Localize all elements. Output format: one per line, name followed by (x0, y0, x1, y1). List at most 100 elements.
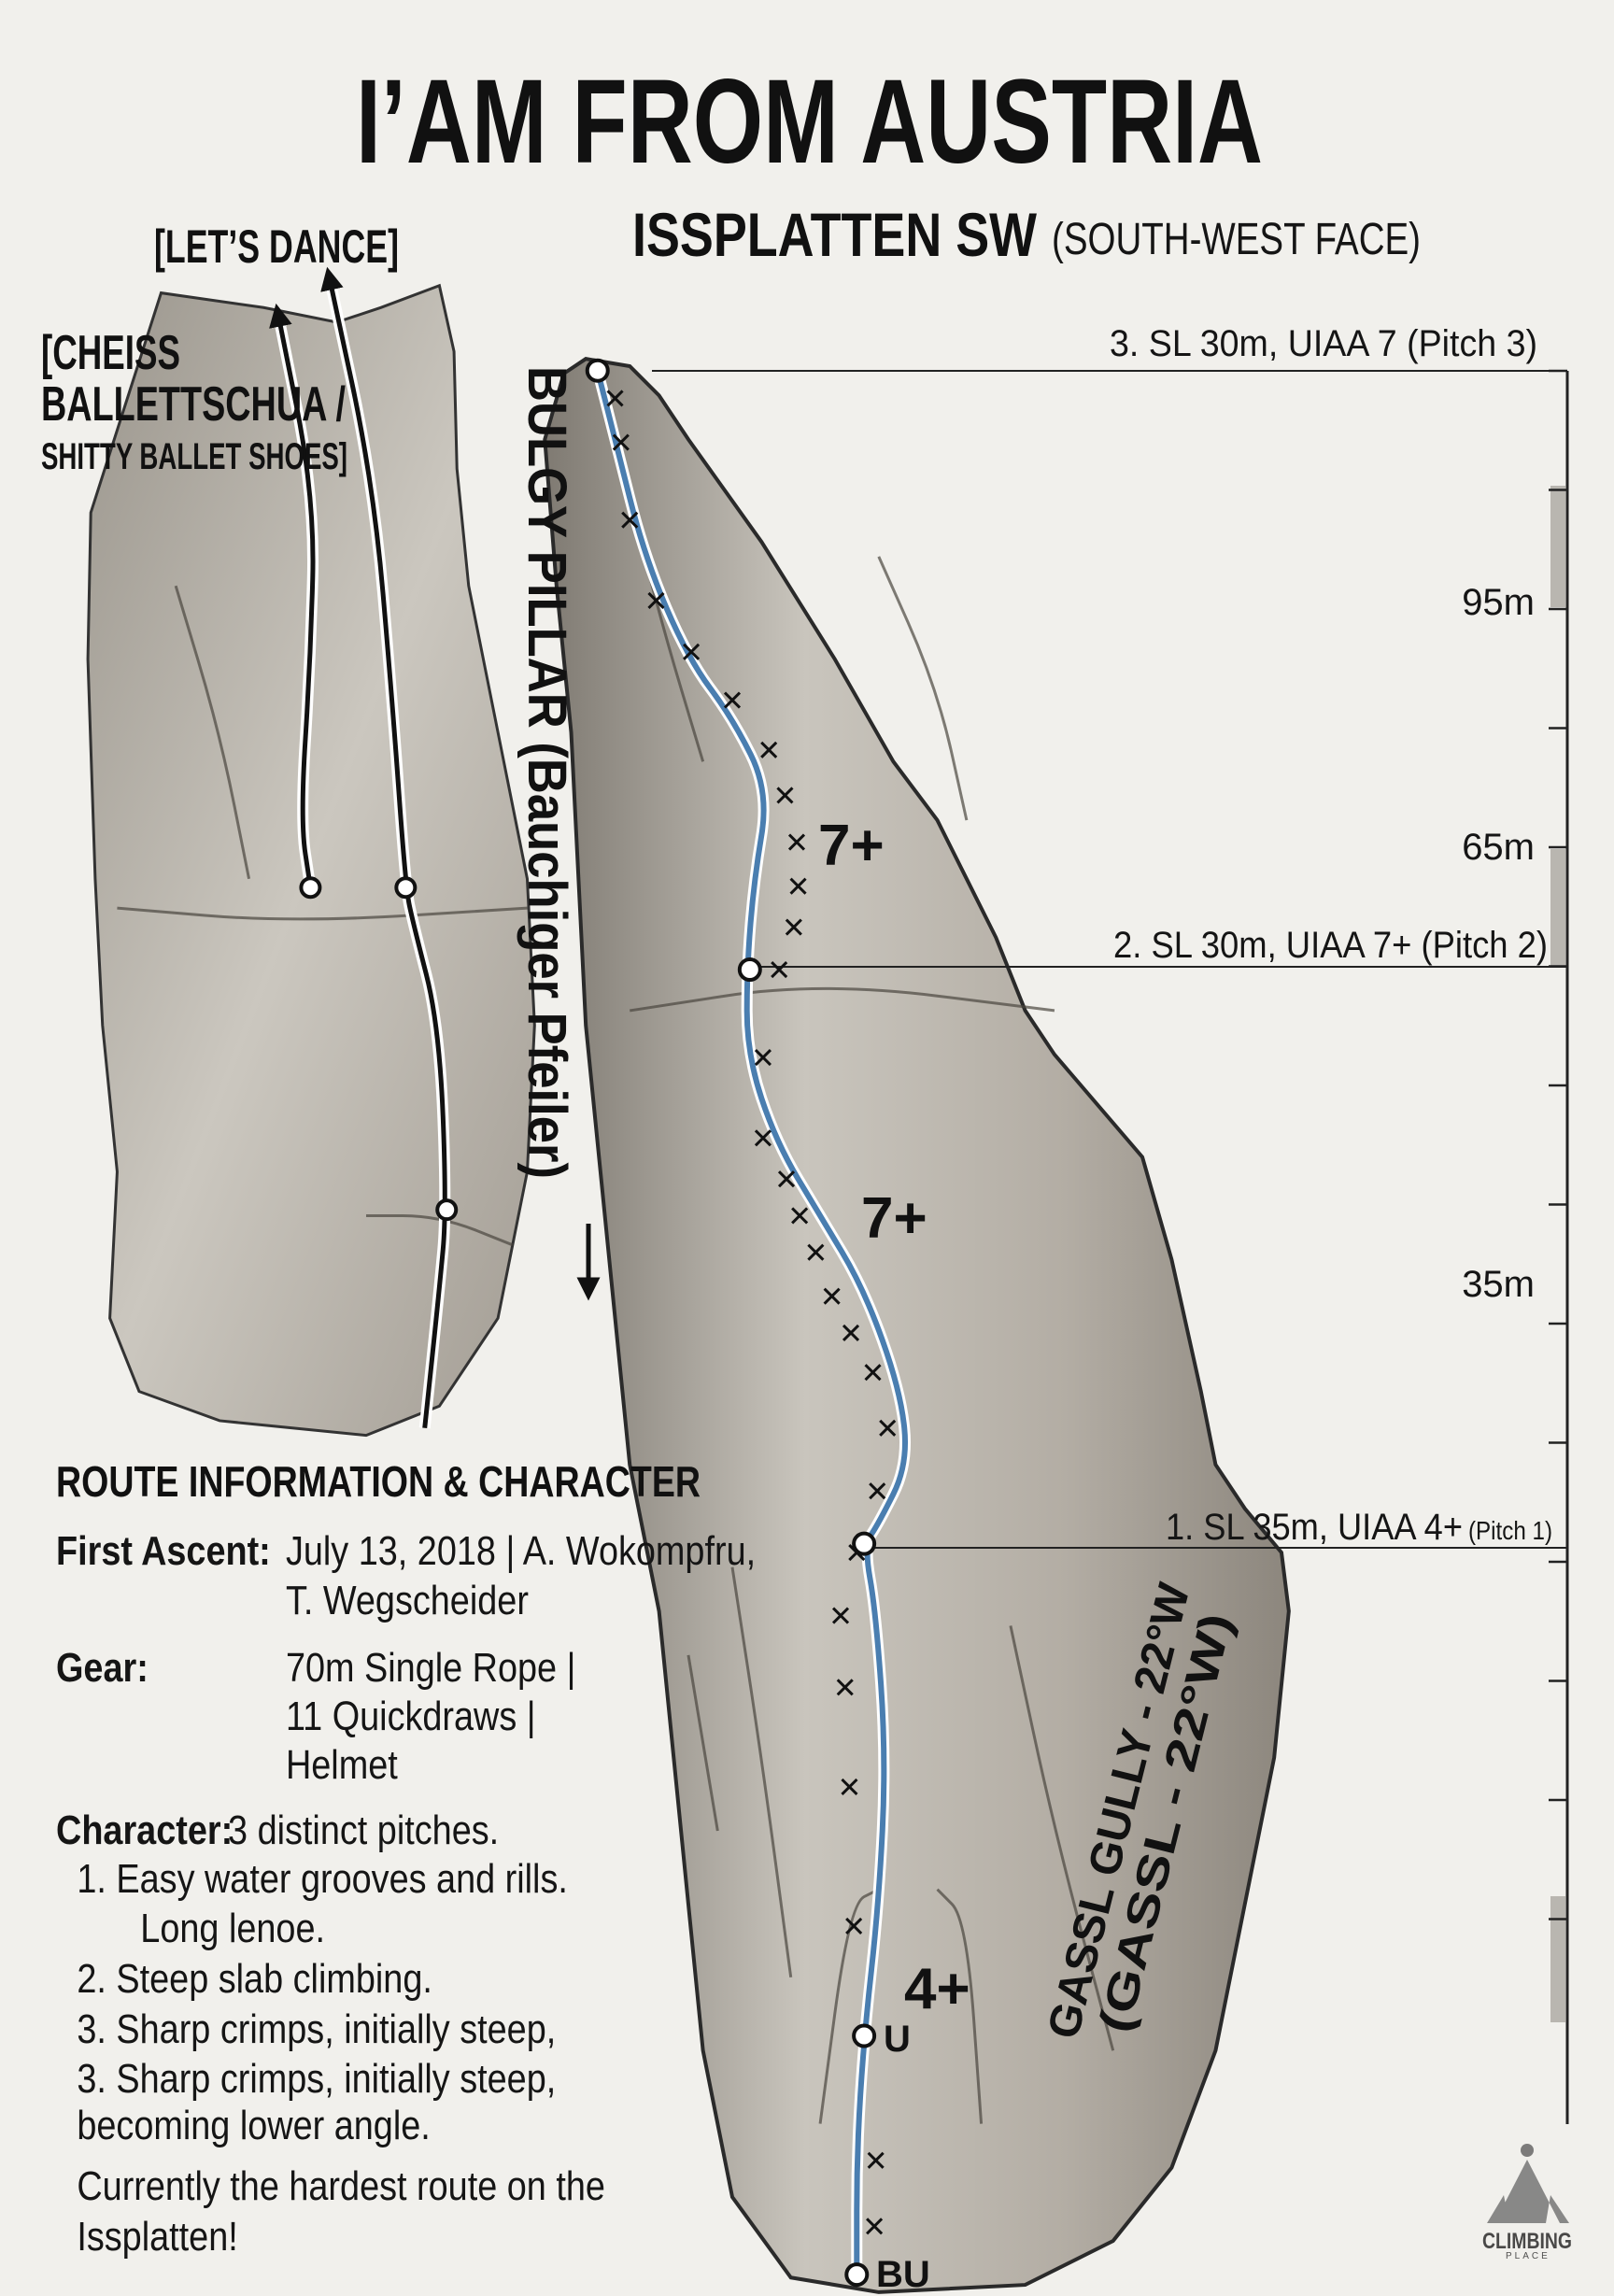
character-value: 3 distinct pitches. (228, 1807, 499, 1852)
closing-note-2: Issplatten! (77, 2213, 237, 2259)
subtitle: ISSPLATTEN SW (632, 200, 1038, 269)
bolt-x-icon (841, 1778, 858, 1796)
bolt-x-icon (787, 833, 806, 851)
first-ascent-label: First Ascent: (56, 1527, 271, 1573)
bolt-x-icon (754, 1129, 772, 1147)
character-item: 3. Sharp crimps, initially steep, (77, 2055, 556, 2101)
gear-value-3: Helmet (286, 1741, 398, 1787)
gear-value-1: 70m Single Rope | (286, 1644, 575, 1690)
gear-label: Gear: (56, 1644, 149, 1690)
bolt-x-icon (823, 1287, 841, 1305)
bolt-x-icon (612, 433, 630, 451)
belay-stations (585, 358, 877, 2288)
character-item: becoming lower angle. (77, 2102, 430, 2147)
rock-crack (730, 1566, 793, 1977)
climbing-place-logo: CLIMBING PLACE (1482, 2144, 1572, 2261)
neighbor-route-line (320, 266, 447, 1429)
cheiss-label-line3: SHITTY BALLET SHOES] (41, 436, 347, 477)
logo-name: CLIMBING (1482, 2229, 1572, 2254)
main-rock-pillar (543, 357, 1291, 2294)
bolt-x-icon (836, 1679, 854, 1696)
bolt-x-icon (869, 1482, 886, 1500)
page-title: I’AM FROM AUSTRIA (356, 55, 1263, 189)
bolt-x-icon (791, 1207, 809, 1225)
bolt-x-icon (754, 1049, 772, 1067)
scale-highlight-bar (1550, 849, 1565, 967)
rock-crack (936, 1888, 984, 2124)
pitch-2-label: 2. SL 30m, UIAA 7+ (Pitch 2) (1113, 925, 1548, 966)
scale-highlight-bar (1550, 1896, 1565, 2022)
scale-label-95m: 95m (1462, 582, 1535, 623)
belay-station-icon (844, 2262, 870, 2288)
bolt-markers (606, 390, 897, 2235)
bolt-x-icon (771, 960, 788, 979)
rock-crack (117, 906, 528, 921)
character-item: Long lenoe. (140, 1905, 325, 1950)
character-label: Character: (56, 1807, 233, 1852)
character-item: 2. Steep slab climbing. (77, 1955, 432, 2001)
bolt-x-icon (606, 390, 624, 407)
bolt-x-icon (866, 2218, 884, 2235)
neighbor-belay-station (435, 1198, 459, 1222)
neighbor-belay-station (394, 876, 418, 900)
bolt-x-icon (879, 1419, 897, 1437)
route-line (594, 369, 909, 2271)
rock-crack (1009, 1625, 1115, 2051)
route-info-panel: ROUTE INFORMATION & CHARACTER First Asce… (56, 1457, 756, 2260)
bolt-x-icon (789, 877, 807, 895)
bolt-x-icon (777, 1170, 796, 1188)
bolt-x-icon (647, 591, 665, 609)
bolt-x-icon (831, 1607, 850, 1624)
neighbor-belay-station (299, 876, 322, 900)
belay-station-icon (852, 1531, 877, 1556)
rock-crack (818, 1888, 880, 2124)
logo-climber-icon (1521, 2144, 1534, 2157)
scale-highlight-bar (1550, 486, 1565, 607)
first-ascent-value-2: T. Wegscheider (286, 1577, 529, 1623)
neighbor-route-line (269, 303, 316, 888)
rock-crack (366, 1213, 514, 1247)
scale-label-35m: 35m (1462, 1264, 1535, 1305)
cheiss-label-line1: [CHEISS (41, 326, 180, 380)
scale-label-65m: 65m (1462, 827, 1535, 868)
bolt-x-icon (845, 1917, 863, 1935)
bolt-x-icon (867, 2151, 885, 2169)
character-item: 3. Sharp crimps, initially steep, (77, 2005, 556, 2051)
lets-dance-label: [LET’S DANCE] (154, 220, 399, 273)
station-u-label: U (884, 2019, 911, 2060)
bolt-x-icon (683, 643, 701, 660)
logo-tag: PLACE (1506, 2251, 1550, 2261)
grade-pitch-1: 4+ (904, 1957, 970, 2021)
bolt-x-icon (785, 918, 802, 936)
closing-note: Currently the hardest route on the (77, 2162, 605, 2208)
station-bu-label: BU (876, 2254, 930, 2295)
first-ascent-value: July 13, 2018 | A. Wokompfru, (286, 1527, 756, 1573)
bolt-x-icon (807, 1243, 825, 1261)
bolt-x-icon (864, 1364, 882, 1382)
bolt-x-icon (621, 511, 639, 529)
rock-crack (877, 556, 969, 821)
subtitle-aside: (SOUTH-WEST FACE) (1052, 215, 1421, 264)
grade-pitch-2: 7+ (861, 1186, 927, 1251)
bolt-x-icon (776, 787, 794, 804)
pitch-divider-lines (652, 370, 1567, 1549)
belay-station-icon (585, 358, 610, 383)
gear-value-2: 11 Quickdraws | (286, 1693, 536, 1738)
character-item: 1. Easy water grooves and rills. (77, 1855, 568, 1901)
route-info-heading: ROUTE INFORMATION & CHARACTER (56, 1457, 701, 1506)
grade-pitch-3: 7+ (818, 814, 885, 878)
pitch-1-label-small: (Pitch 1) (1468, 1516, 1552, 1545)
height-scale-bar (1549, 369, 1569, 2124)
bolt-x-icon (723, 691, 742, 709)
bulgy-pillar-label: BULGY PILLAR (Bauchiger Pfeiler) (517, 366, 577, 1179)
pitch-1-label: 1. SL 35m, UIAA 4+ (1166, 1507, 1463, 1548)
pitch-3-label: 3. SL 30m, UIAA 7 (Pitch 3) (1110, 323, 1537, 364)
belay-station-icon (737, 957, 762, 983)
rock-crack (687, 1654, 719, 1832)
neighbor-route-lines (269, 266, 459, 1429)
bolt-x-icon (842, 1324, 860, 1341)
belay-station-icon (852, 2023, 877, 2048)
rock-crack (174, 585, 251, 880)
